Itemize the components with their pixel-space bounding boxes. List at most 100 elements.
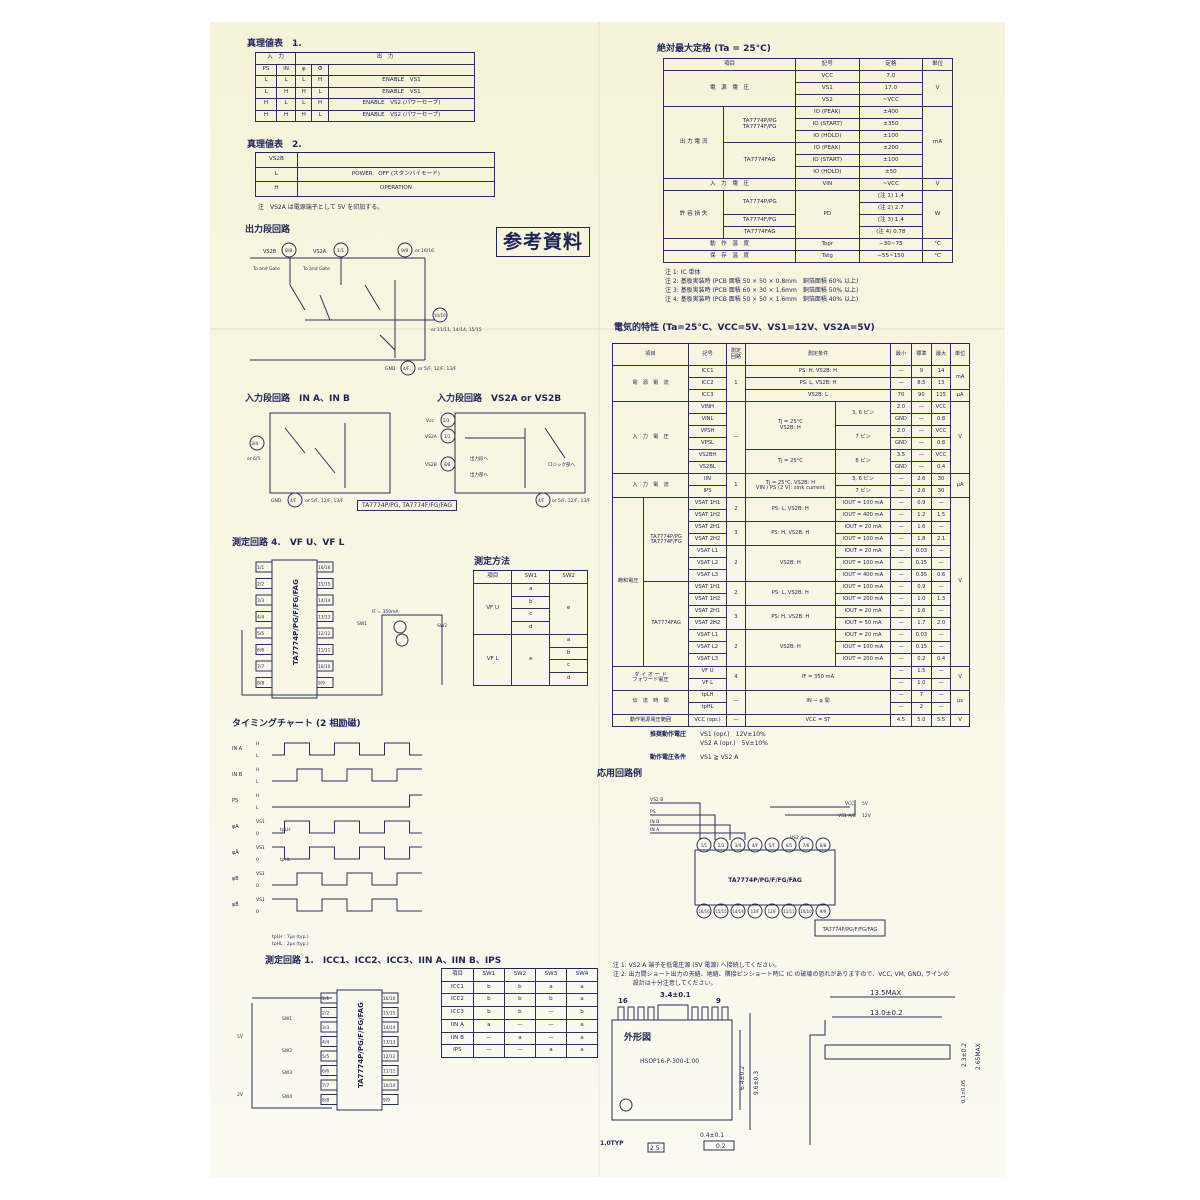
svg-text:2/3: 2/3 [443,418,450,423]
application-circuit: VS2 B PS IN B IN A VCC 5V VS1 A/B 12V VS… [650,797,886,937]
table-cell: 7 [910,689,932,703]
table-cell: — [930,581,952,595]
svg-text:0.2: 0.2 [716,1143,726,1150]
truth-table-2-note: 注 VS2A は電源端子として 5V を印加する。 [258,204,384,211]
table-cell: e [549,582,588,635]
table-cell: — [890,365,912,379]
signal-high-label: H [256,741,259,747]
ic-pin [316,594,334,606]
pin-label: 13/F [751,909,760,914]
table-cell: 7 ピン [834,485,892,499]
table-cell: IN − φ 間 [744,689,892,715]
table-cell: 8.5 [910,377,932,391]
table-cell: ICC1 [687,365,728,379]
ic-pin [316,578,334,589]
ic-pin [316,660,334,672]
svg-text:To and Gate: To and Gate [302,266,330,272]
ic-pin [781,903,797,919]
pin-label: 12/12 [383,1054,396,1060]
ic-pin [730,903,746,919]
table-cell: H [295,109,313,122]
table-cell: H [255,181,298,197]
table-cell: — [503,1044,536,1058]
table-cell: Φ̄ [311,63,329,76]
pin-label: 8/8 [322,1098,329,1104]
svg-text:VS1 A/B: VS1 A/B [838,813,856,819]
table-cell: IOUT = 20 mA [834,521,892,535]
ic-pin [713,903,729,919]
table-cell: — [890,533,912,547]
svg-text:1/1: 1/1 [337,248,344,254]
table-cell: — [890,569,912,583]
table-cell: 2.0 [890,425,912,439]
op-condition: VS1 ≧ VS2 A [700,754,739,761]
svg-text:8/8: 8/8 [285,248,292,254]
pin-label: 5/F [769,843,776,848]
svg-text:or 11/11, 14/14, 15/15: or 11/11, 14/14, 15/15 [431,327,482,333]
table-header-row: 入 力出 力 [254,52,475,65]
table-cell: Tstg [795,250,860,263]
table-cell: a [565,980,599,995]
pin-label: 3/3 [322,1025,329,1031]
app-notes: 注 1: VS2 A 端子を低電圧源 (5V 電源) へ接続してください。 注 … [613,961,949,988]
table-cell: φ [295,63,313,76]
pin-label: 4/F [752,843,759,848]
truth-table-1-title: 真理値表 1. [247,39,302,49]
abs-max-note: 注 2: 基板実装時 (PCB 面積 50 × 50 × 0.8mm 銅箔面積 … [665,278,859,285]
signal-label: IN A [232,746,243,752]
table-cell: a [549,633,588,648]
table-cell: — [910,401,932,415]
meas-circuit-4-title: 測定回路 4. VF U、VF L [232,538,345,548]
svg-text:4/F: 4/F [538,498,545,503]
table-cell: d [549,672,588,686]
table-cell: L [311,109,329,122]
signal-waveform [272,846,422,860]
ic-pin [798,903,814,919]
table-cell: 0.2 [910,653,932,667]
rec-voltage-1: VS1 (opr.) 12V±10% [700,731,766,738]
table-cell: 0.03 [910,545,932,559]
abs-max-notes: 注 1: IC 単体 注 2: 基板実装時 (PCB 面積 50 × 50 × … [665,268,858,304]
svg-text:外形図: 外形図 [623,1031,651,1043]
svg-text:9/9: 9/9 [401,248,408,254]
svg-text:GND: GND [271,498,282,504]
table-cell: ~VCC [858,178,924,191]
table-cell: IO (PEAK) [795,142,860,155]
ic-pin [316,611,334,622]
table-cell: 5.0 [910,713,932,728]
table-cell: b [503,980,536,995]
table-cell: — [910,437,932,451]
table-cell: b [565,1006,599,1020]
table-header-cell: 最小 [890,342,912,367]
table-cell: 動 作 温 度 [662,238,797,251]
table-cell: — [890,497,912,511]
table-cell: ~VCC [858,94,924,107]
table-cell: 1.0 [910,677,932,691]
svg-text:5V: 5V [862,801,869,807]
svg-text:9.6±0.3: 9.6±0.3 [753,1071,760,1095]
table-cell: VS2B: H [744,545,836,583]
table-cell: 2 [726,629,746,667]
ic-pin [320,1094,338,1105]
table-cell: c [549,659,588,674]
table-cell: — [534,1006,567,1020]
pin-label: 11/11 [318,648,331,654]
table-cell: a [565,1018,599,1033]
table-cell: 14 [930,365,952,379]
table-cell: — [503,1018,536,1033]
ic-pin [381,1050,399,1062]
table-cell: b [472,993,505,1008]
ic-pin [320,992,338,1004]
table-cell: 許 容 損 失 [662,190,725,239]
